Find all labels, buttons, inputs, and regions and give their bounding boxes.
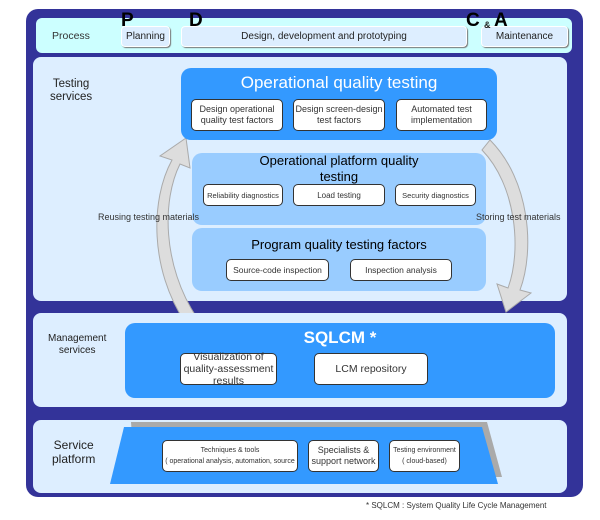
program-item: Inspection analysis: [350, 259, 452, 281]
footnote: * SQLCM : System Quality Life Cycle Mana…: [366, 501, 547, 510]
platform-item: Reliability diagnostics: [203, 184, 283, 206]
label-line: Service: [53, 438, 94, 452]
phase-amp: &: [484, 20, 491, 30]
maintenance-phase: Maintenance: [481, 26, 568, 47]
phase-a: A: [494, 10, 508, 31]
platform-title: Operational platform quality testing: [259, 153, 419, 184]
design-phase: Design, development and prototyping: [181, 26, 467, 47]
label-line: services: [50, 91, 93, 103]
phase-d: D: [189, 10, 203, 31]
mgmt-item: Visualization of quality-assessment resu…: [180, 351, 277, 387]
label-line: Testing: [52, 78, 90, 90]
item-line: Specialists &: [317, 445, 370, 455]
phase-c: C: [466, 10, 480, 31]
storing-label: Storing test materials: [476, 212, 561, 222]
operational-title: Operational quality testing: [240, 73, 438, 92]
process-label: Process: [52, 30, 90, 42]
op-item: Design operational quality test factors: [191, 99, 283, 131]
item-line: Testing environment: [393, 447, 456, 454]
label-line: Management: [48, 333, 107, 344]
mgmt-item: LCM repository: [314, 353, 428, 385]
label-line: platform: [52, 452, 96, 466]
platform-item-tools: Techniques & tools ( operational analysis…: [162, 440, 298, 472]
storing-arrow: [481, 139, 533, 313]
program-item: Source-code inspection: [226, 259, 329, 281]
item-line: Techniques & tools: [200, 447, 260, 454]
platform-item-environment: Testing environment ( cloud-based): [389, 440, 460, 472]
label-line: services: [58, 345, 96, 356]
item-line: ( cloud-based): [402, 458, 447, 465]
planning-phase: Planning: [121, 26, 170, 47]
phase-p: P: [121, 10, 134, 31]
reusing-label: Reusing testing materials: [98, 212, 200, 222]
sqlcm-title: SQLCM *: [303, 328, 377, 347]
op-item: Automated test implementation: [396, 99, 487, 131]
item-line: ( operational analysis, automation, sour…: [165, 458, 295, 465]
platform-item-specialists: Specialists &support network: [308, 440, 379, 472]
platform-item: Security diagnostics: [395, 184, 476, 206]
program-title: Program quality testing factors: [251, 237, 427, 252]
op-item: Design screen-design test factors: [293, 99, 385, 131]
item-line: support network: [311, 456, 376, 466]
platform-item: Load testing: [293, 184, 385, 206]
